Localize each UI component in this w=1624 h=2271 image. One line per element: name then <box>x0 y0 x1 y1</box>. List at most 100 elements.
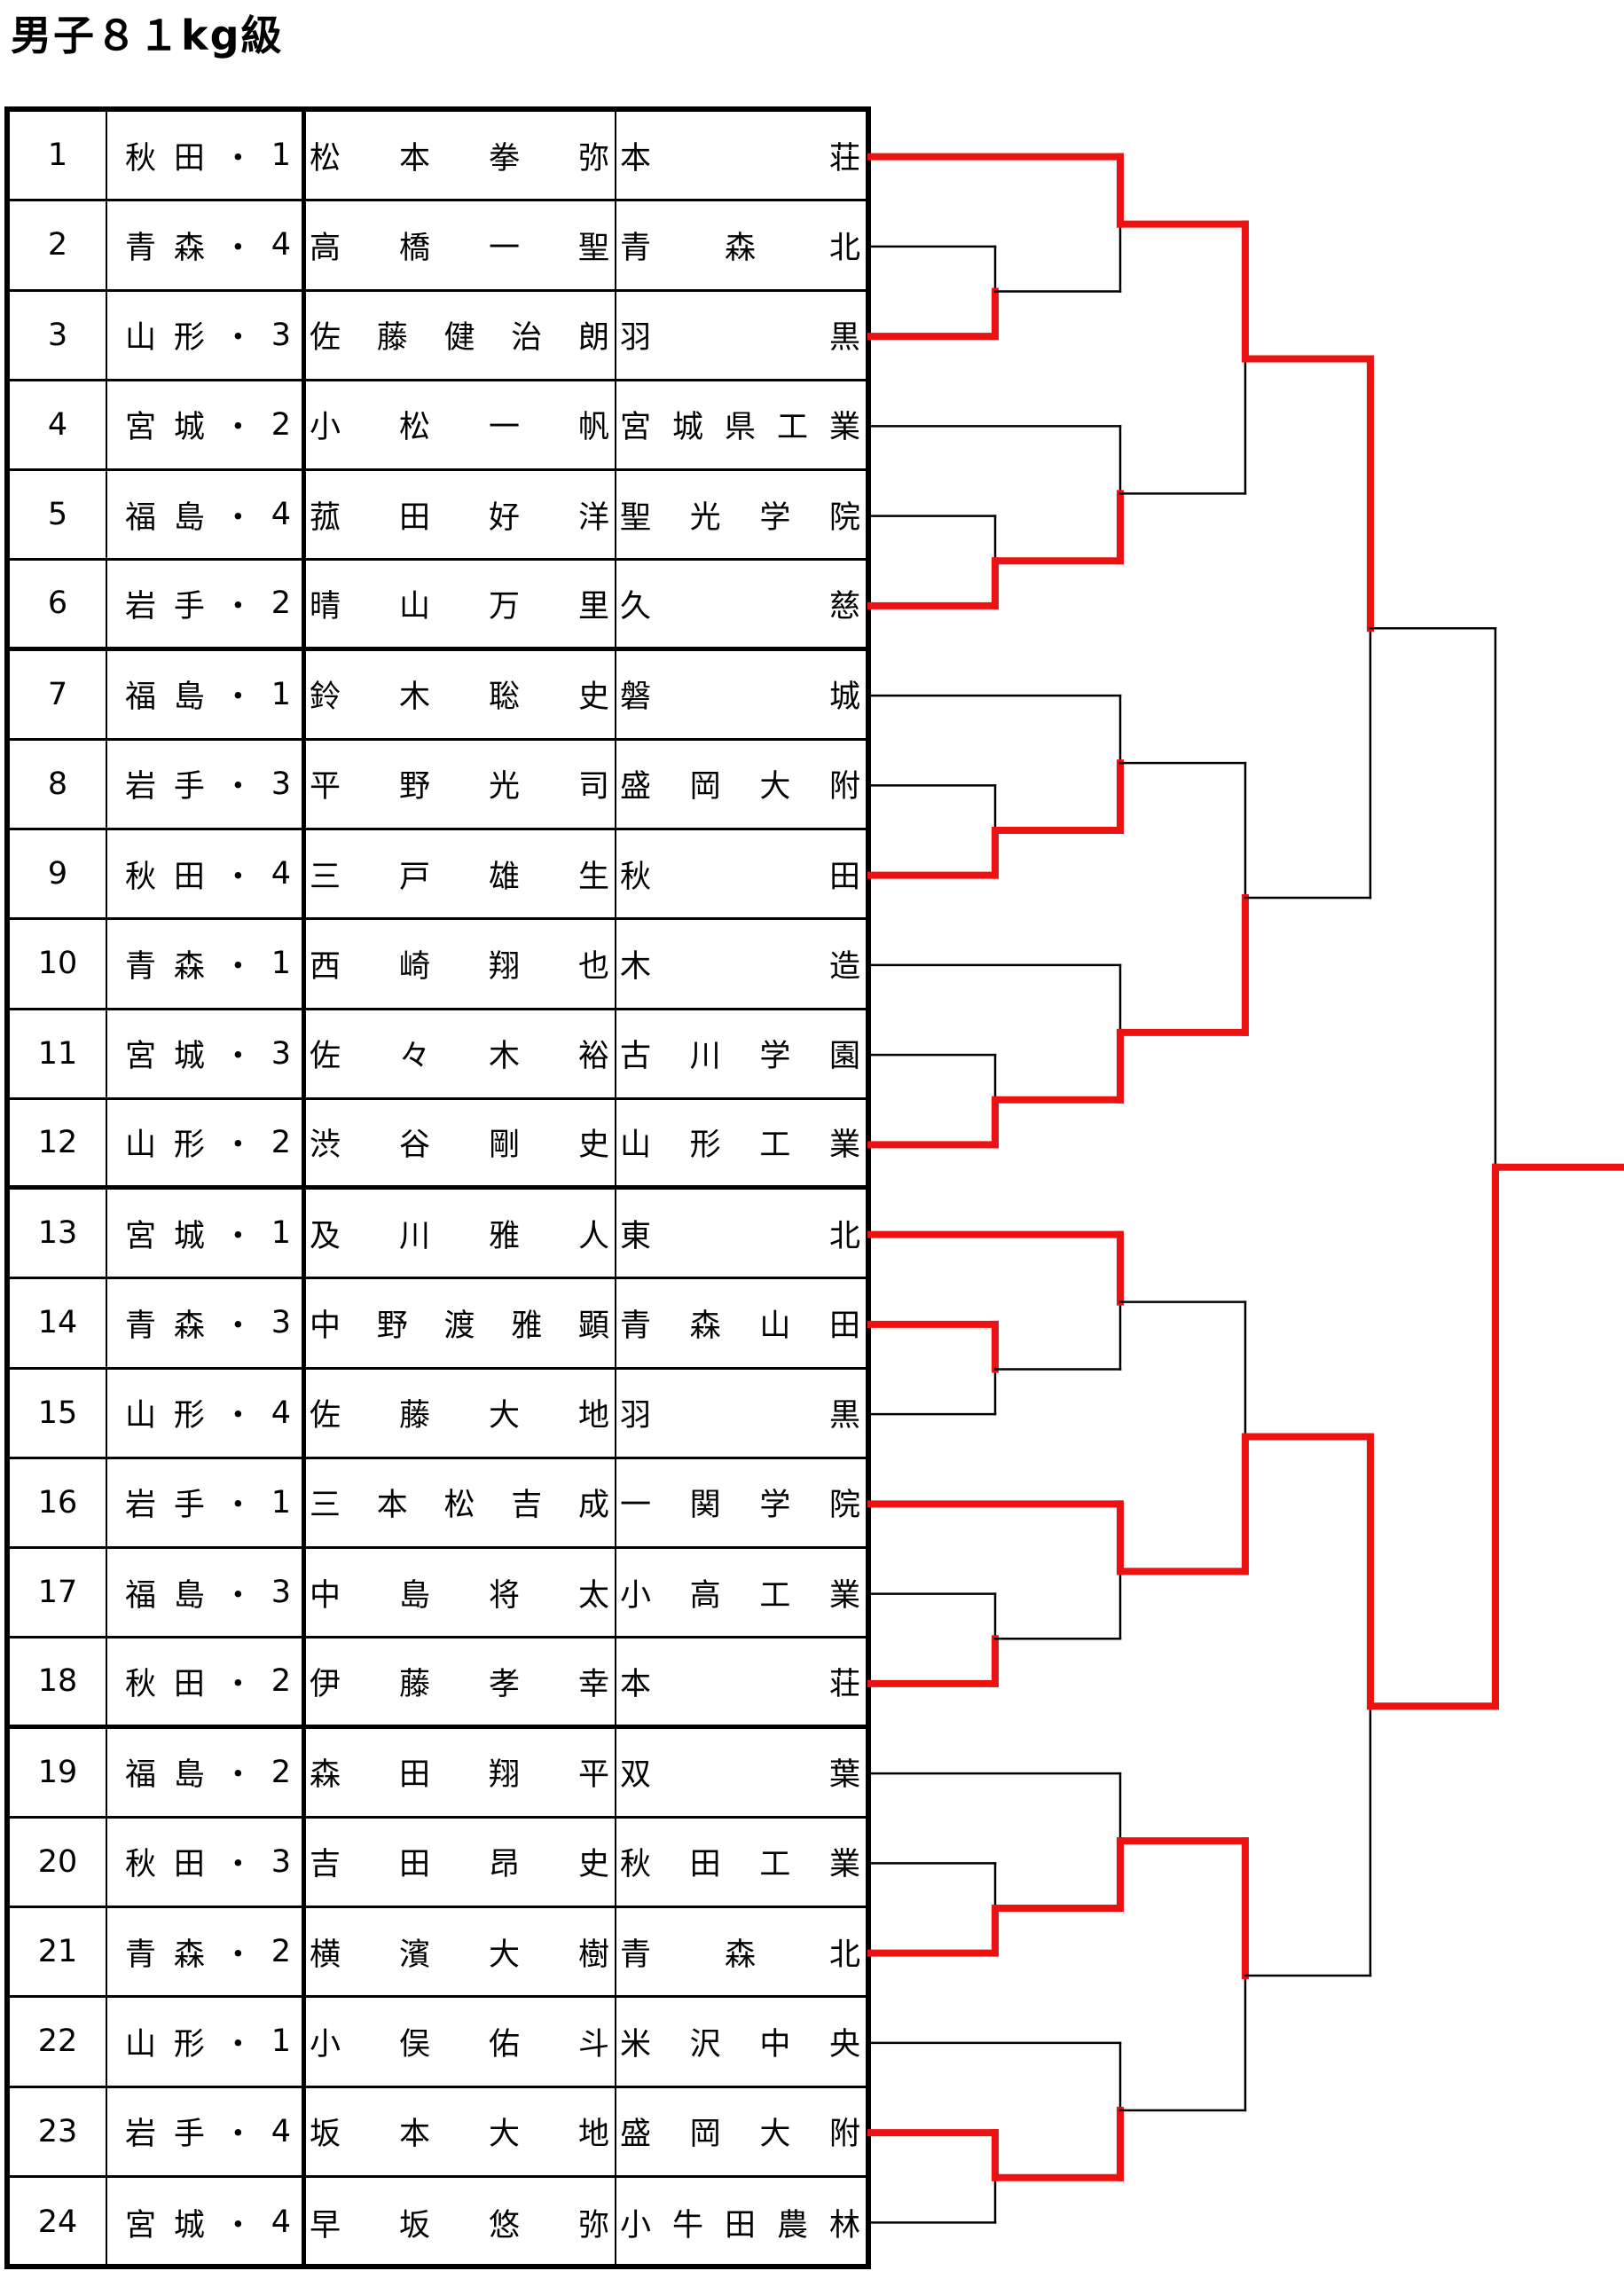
entry-number: 10 <box>10 920 107 1008</box>
entry-school: 本荘 <box>620 1666 860 1702</box>
entry-name: 中島将太 <box>306 1549 616 1637</box>
entry-name: 鈴木聡史 <box>306 650 616 738</box>
entry-number: 5 <box>10 471 107 559</box>
entry-name: 三戸雄生 <box>306 830 616 918</box>
entry-name: 小松一帆 <box>306 381 616 468</box>
entry-seed: 岩手・2 <box>107 561 306 647</box>
entry-name: 及川雅人 <box>306 1190 616 1277</box>
entry-school: 双葉 <box>620 1757 860 1794</box>
entry-number: 23 <box>10 2087 107 2175</box>
entry-number: 24 <box>10 2177 107 2267</box>
entry-seed: 宮城・4 <box>107 2177 306 2267</box>
entry-name: 森田翔平 <box>306 1728 616 1816</box>
entry-number: 4 <box>10 381 107 468</box>
entry-name: 晴山万里 <box>306 561 616 647</box>
entry-seed: 福島・4 <box>107 471 306 559</box>
entry-school: 宮城県工業 <box>620 410 860 446</box>
entry-seed: 宮城・1 <box>107 1190 306 1277</box>
entry-name: 吉田昂史 <box>306 1818 616 1906</box>
entry-name: 佐々木裕 <box>306 1010 616 1097</box>
entry-name: 坂本大地 <box>306 2087 616 2175</box>
entry-school: 久慈 <box>620 588 860 625</box>
entry-number: 16 <box>10 1458 107 1546</box>
entry-name: 松本拳弥 <box>306 112 616 200</box>
entry-seed: 山形・2 <box>107 1099 306 1185</box>
entry-name: 佐藤健治朗 <box>306 291 616 379</box>
entry-seed: 青森・3 <box>107 1279 306 1367</box>
entry-name: 三本松吉成 <box>306 1458 616 1546</box>
entry-number: 22 <box>10 1998 107 2086</box>
entry-name: 高橋一聖 <box>306 201 616 289</box>
entry-name: 小俣佑斗 <box>306 1998 616 2086</box>
entry-number: 7 <box>10 650 107 738</box>
entry-name: 横濱大樹 <box>306 1908 616 1996</box>
entry-number: 15 <box>10 1369 107 1457</box>
entry-school: 秋田 <box>620 859 860 895</box>
entry-school: 羽黒 <box>620 1398 860 1434</box>
entry-number: 17 <box>10 1549 107 1637</box>
entry-school: 東北 <box>620 1218 860 1254</box>
entry-school: 青森北 <box>620 1937 860 1973</box>
entry-school: 羽黒 <box>620 320 860 357</box>
entry-school: 本荘 <box>620 140 860 177</box>
entry-number: 14 <box>10 1279 107 1367</box>
entry-name: 早坂悠弥 <box>306 2177 616 2267</box>
entry-name: 西崎翔也 <box>306 920 616 1008</box>
entry-seed: 秋田・4 <box>107 830 306 918</box>
entry-number: 11 <box>10 1010 107 1097</box>
entry-seed: 岩手・4 <box>107 2087 306 2175</box>
entry-name: 菰田好洋 <box>306 471 616 559</box>
entry-school: 一関学院 <box>620 1488 860 1524</box>
entry-seed: 岩手・3 <box>107 740 306 828</box>
entry-name: 渋谷剛史 <box>306 1099 616 1185</box>
entry-seed: 福島・2 <box>107 1728 306 1816</box>
entry-number: 12 <box>10 1099 107 1185</box>
entry-school: 米沢中央 <box>620 2026 860 2063</box>
entry-school: 聖光学院 <box>620 499 860 536</box>
entry-name: 佐藤大地 <box>306 1369 616 1457</box>
entry-school: 秋田工業 <box>620 1847 860 1883</box>
entry-school: 青森山田 <box>620 1308 860 1344</box>
entry-school: 古川学園 <box>620 1039 860 1075</box>
entry-school: 盛岡大附 <box>620 2117 860 2153</box>
entry-seed: 秋田・3 <box>107 1818 306 1906</box>
entry-seed: 青森・2 <box>107 1908 306 1996</box>
entry-name: 中野渡雅顕 <box>306 1279 616 1367</box>
entry-number: 13 <box>10 1190 107 1277</box>
entry-seed: 岩手・1 <box>107 1458 306 1546</box>
entry-seed: 宮城・3 <box>107 1010 306 1097</box>
entry-seed: 福島・3 <box>107 1549 306 1637</box>
entry-seed: 福島・1 <box>107 650 306 738</box>
entry-seed: 秋田・2 <box>107 1638 306 1725</box>
entry-name: 平野光司 <box>306 740 616 828</box>
entry-seed: 青森・1 <box>107 920 306 1008</box>
entry-seed: 山形・1 <box>107 1998 306 2086</box>
entry-name: 伊藤孝幸 <box>306 1638 616 1725</box>
entry-number: 21 <box>10 1908 107 1996</box>
entry-number: 6 <box>10 561 107 647</box>
entry-school: 山形工業 <box>620 1128 860 1164</box>
entry-school: 盛岡大附 <box>620 769 860 805</box>
entry-school: 小高工業 <box>620 1577 860 1614</box>
page-title: 男子８１kg級 <box>11 12 284 59</box>
